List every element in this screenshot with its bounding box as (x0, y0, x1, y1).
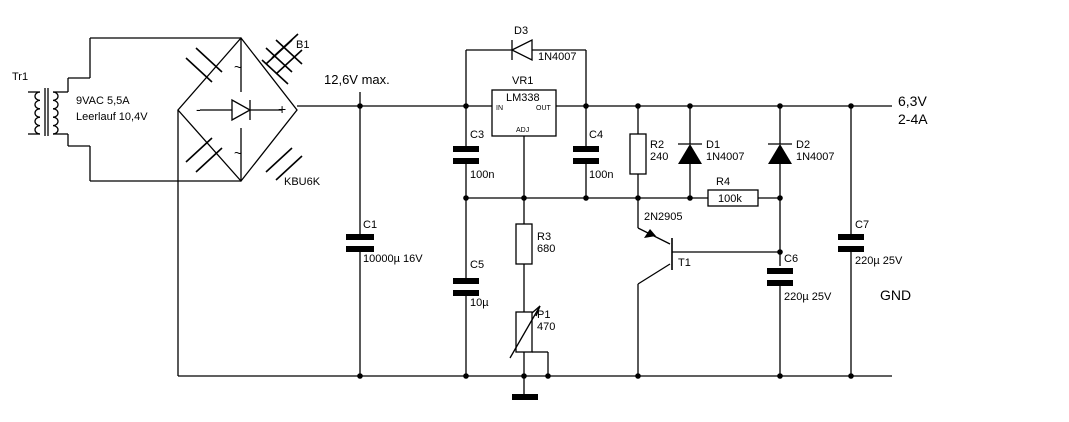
d1-part: 1N4007 (706, 151, 745, 163)
bridge-rectifier-b1: ~ ~ - + B1 KBU6K (177, 33, 321, 188)
c5-ref: C5 (470, 259, 484, 271)
r2-value: 240 (650, 151, 668, 163)
resistor-r4: R4 100k (707, 176, 780, 207)
d3-ref: D3 (514, 25, 528, 37)
b1-ac-bottom: ~ (234, 145, 242, 161)
r2-ref: R2 (650, 139, 664, 151)
c7-ref: C7 (855, 219, 869, 231)
voltage-label: 12,6V max. (324, 72, 390, 87)
p1-value: 470 (537, 321, 555, 333)
b1-minus: - (196, 101, 201, 117)
b1-ref: B1 (296, 39, 309, 51)
capacitor-c4: C4 100n (573, 106, 613, 198)
p1-ref: P1 (537, 309, 550, 321)
diode-d1: D1 1N4007 (678, 106, 745, 198)
vr1-pin-out: OUT (536, 105, 552, 112)
resistor-r2: R2 240 (629, 106, 668, 228)
vr1-pin-in: IN (496, 105, 503, 112)
c6-ref: C6 (784, 253, 798, 265)
t1-ref: T1 (678, 257, 691, 269)
c7-value: 220µ 25V (855, 255, 903, 267)
regulator-vr1: VR1 LM338 IN OUT ADJ (491, 75, 557, 137)
b1-plus: + (278, 101, 286, 117)
tr1-ref: Tr1 (12, 71, 28, 83)
transformer-tr1: Tr1 9VAC 5,5A Leerlauf 10,4V (12, 71, 148, 147)
c4-value: 100n (589, 169, 613, 181)
capacitor-c5: C5 10µ (453, 198, 489, 376)
d2-ref: D2 (796, 139, 810, 151)
capacitor-c3: C3 100n (453, 106, 494, 198)
resistor-r3: R3 680 (515, 223, 555, 312)
t1-part: 2N2905 (644, 211, 683, 223)
r4-value: 100k (718, 193, 742, 205)
vr1-ref: VR1 (512, 75, 533, 87)
c1-value: 10000µ 16V (363, 253, 423, 265)
r3-value: 680 (537, 243, 555, 255)
r4-ref: R4 (716, 176, 730, 188)
diode-d2: D2 1N4007 (768, 106, 835, 266)
output-current: 2-4A (898, 111, 928, 127)
potentiometer-p1: P1 470 (509, 305, 555, 400)
tr1-rating: 9VAC 5,5A (76, 95, 130, 107)
b1-ac-top: ~ (234, 59, 242, 75)
d3-part: 1N4007 (538, 51, 577, 63)
output-gnd: GND (880, 287, 911, 303)
vr1-part: LM338 (506, 92, 540, 104)
d1-ref: D1 (706, 139, 720, 151)
c3-ref: C3 (470, 129, 484, 141)
tr1-idle: Leerlauf 10,4V (76, 111, 148, 123)
capacitor-c1: C1 10000µ 16V (346, 106, 423, 376)
b1-part: KBU6K (284, 176, 321, 188)
c4-ref: C4 (589, 129, 603, 141)
c6-value: 220µ 25V (784, 291, 832, 303)
r3-ref: R3 (537, 231, 551, 243)
output-voltage: 6,3V (898, 93, 927, 109)
c3-value: 100n (470, 169, 494, 181)
junction-dots (357, 103, 854, 379)
c1-ref: C1 (363, 219, 377, 231)
capacitor-c7: C7 220µ 25V (838, 106, 903, 376)
d2-part: 1N4007 (796, 151, 835, 163)
capacitor-c6: C6 220µ 25V (767, 253, 832, 376)
vr1-pin-adj: ADJ (516, 127, 529, 134)
diode-d3: D3 1N4007 (465, 25, 587, 106)
transistor-t1: 2N2905 T1 (637, 211, 780, 376)
c5-value: 10µ (470, 297, 489, 309)
